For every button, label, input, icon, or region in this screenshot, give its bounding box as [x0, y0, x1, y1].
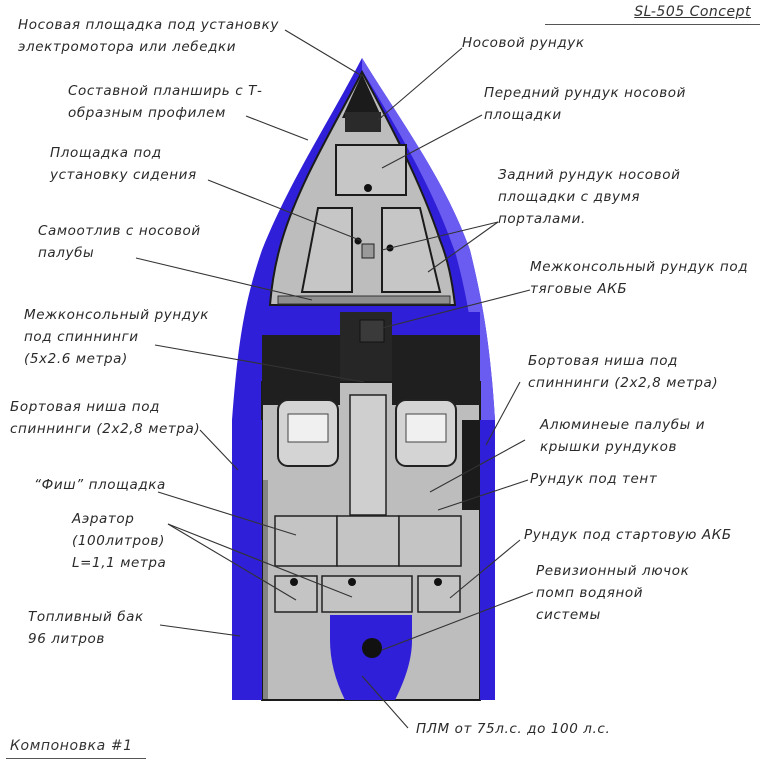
label-front-bow-hatch-1: Передний рундук носовой [484, 85, 687, 101]
label-outboard-motor: ПЛМ от 75л.с. до 100 л.с. [416, 721, 611, 737]
label-side-niche-left-2: спиннинги (2х2,8 метра) [10, 421, 201, 437]
label-aluminum-decks-2: крышки рундуков [540, 439, 678, 455]
label-fuel-tank-1: Топливный бак [28, 609, 144, 625]
label-self-bailer-2: палубы [38, 245, 95, 261]
label-side-niche-right-1: Бортовая ниша под [528, 353, 678, 369]
label-rod-locker-1: Межконсольный рундук [24, 307, 210, 323]
inspection-hatch [362, 638, 382, 658]
label-rod-locker-2: под спиннинги [24, 329, 139, 345]
label-gunwale-1: Составной планширь с Т- [68, 83, 263, 99]
label-seat-platform-1: Площадка под [50, 145, 162, 161]
tent-locker [462, 420, 480, 510]
label-seat-platform-2: установку сидения [50, 167, 197, 183]
label-aluminum-decks-1: Алюминеые палубы и [540, 417, 706, 433]
label-bow-platform-1: Носовая площадка под установку [18, 17, 279, 33]
label-side-niche-right-2: спиннинги (2х2,8 метра) [528, 375, 719, 391]
label-fish-platform: “Фиш” площадка [34, 477, 166, 493]
aerator-hatch-center [321, 575, 413, 613]
label-tent-locker: Рундук под тент [530, 471, 658, 487]
fish-hatch-3 [398, 515, 462, 567]
label-starter-battery: Рундук под стартовую АКБ [524, 527, 732, 543]
label-bow-locker: Носовой рундук [462, 35, 585, 51]
center-locker [349, 394, 387, 516]
label-front-bow-hatch-2: площадки [484, 107, 562, 123]
label-self-bailer-1: Самоотлив с носовой [38, 223, 201, 239]
title-underline [545, 24, 760, 25]
drain-strip [277, 295, 451, 305]
label-inspection-hatch-3: системы [536, 607, 601, 623]
bow-locker-box [345, 112, 381, 132]
label-inspection-hatch-1: Ревизионный лючок [536, 563, 690, 579]
layout-underline [6, 758, 146, 759]
rear-bow-hatch-left [300, 207, 353, 293]
rear-bow-hatch-right [381, 207, 442, 293]
bow-locker [342, 74, 382, 118]
fish-hatch-2 [336, 515, 400, 567]
label-aerator-1: Аэратор [72, 511, 135, 527]
hull-highlight [362, 58, 495, 420]
label-battery-locker-1: Межконсольный рундук под [530, 259, 749, 275]
console-left [262, 335, 340, 405]
console-right [392, 335, 480, 405]
label-rod-locker-3: (5х2.6 метра) [24, 351, 128, 367]
fish-hatch-1 [274, 515, 338, 567]
label-rear-bow-hatch-1: Задний рундук носовой [498, 167, 681, 183]
label-gunwale-2: образным профилем [68, 105, 226, 121]
seat-plate [361, 243, 375, 259]
label-bow-platform-2: электромотора или лебедки [18, 39, 237, 55]
label-fuel-tank-2: 96 литров [28, 631, 105, 647]
label-inspection-hatch-2: помп водяной [536, 585, 644, 601]
label-aerator-3: L=1,1 метра [72, 555, 167, 571]
label-aerator-2: (100литров) [72, 533, 165, 549]
label-rear-bow-hatch-2: площадки с двумя [498, 189, 641, 205]
layout-label: Компоновка #1 [10, 738, 133, 754]
label-side-niche-left-1: Бортовая ниша под [10, 399, 160, 415]
label-rear-bow-hatch-3: порталами. [498, 211, 586, 227]
model-title: SL-505 Concept [634, 4, 751, 20]
label-battery-locker-2: тяговые АКБ [530, 281, 628, 297]
